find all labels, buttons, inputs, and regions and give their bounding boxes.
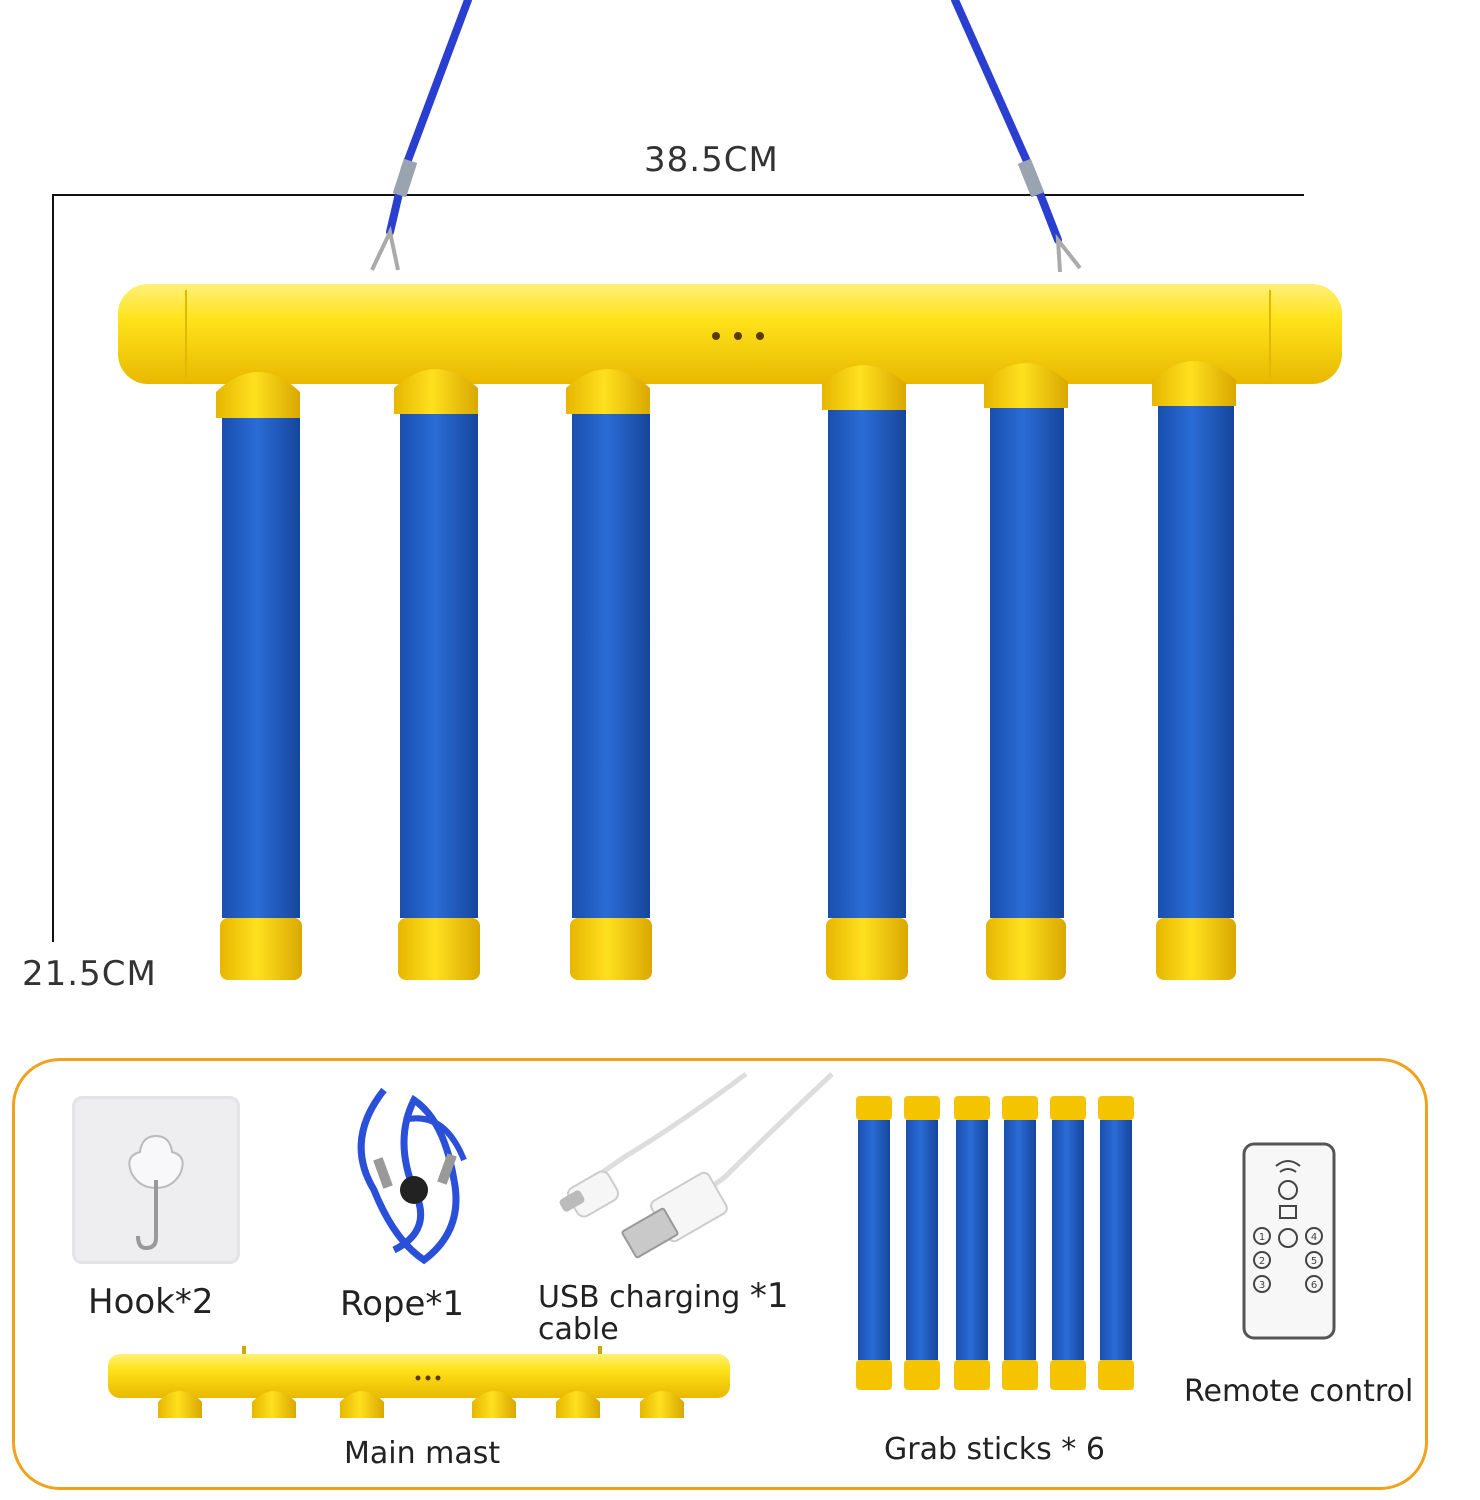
hanging-rope (370, 0, 1082, 273)
usb-cable-icon (559, 1071, 834, 1259)
height-dimension-label: 21.5CM (22, 954, 157, 994)
main-bar (118, 284, 1342, 384)
rope-label: Rope*1 (340, 1284, 465, 1324)
grab-stick (566, 369, 652, 980)
hook-icon (72, 1096, 240, 1264)
width-dimension-line (52, 194, 1304, 196)
remote-control-label: Remote control (1184, 1374, 1414, 1409)
remote-control-icon: 1 2 3 4 5 6 (1242, 1142, 1336, 1340)
grab-sticks-label: Grab sticks * 6 (884, 1432, 1105, 1467)
hook-label: Hook*2 (88, 1282, 214, 1322)
main-mast-label: Main mast (344, 1436, 501, 1471)
grab-sticks-icon (856, 1096, 1134, 1390)
remote-button-4: 4 (1311, 1232, 1317, 1243)
grab-stick (822, 365, 908, 980)
height-dimension-line (52, 194, 54, 942)
width-dimension-label: 38.5CM (644, 140, 779, 180)
parts-list-frame (12, 1058, 1428, 1490)
remote-button-5: 5 (1311, 1256, 1317, 1267)
remote-button-1: 1 (1259, 1232, 1265, 1243)
grab-stick (216, 372, 302, 980)
grab-stick (1152, 361, 1236, 980)
remote-button-3: 3 (1259, 1280, 1265, 1291)
grab-sticks (216, 361, 1236, 980)
rope-icon (357, 1087, 467, 1265)
grab-stick (984, 363, 1068, 980)
remote-button-2: 2 (1259, 1256, 1265, 1267)
product-illustration (118, 0, 1342, 980)
usb-cable-label: USB charging *1 cable (538, 1276, 789, 1347)
grab-stick (394, 369, 480, 980)
remote-button-6: 6 (1311, 1280, 1317, 1291)
main-mast-icon (108, 1346, 730, 1418)
